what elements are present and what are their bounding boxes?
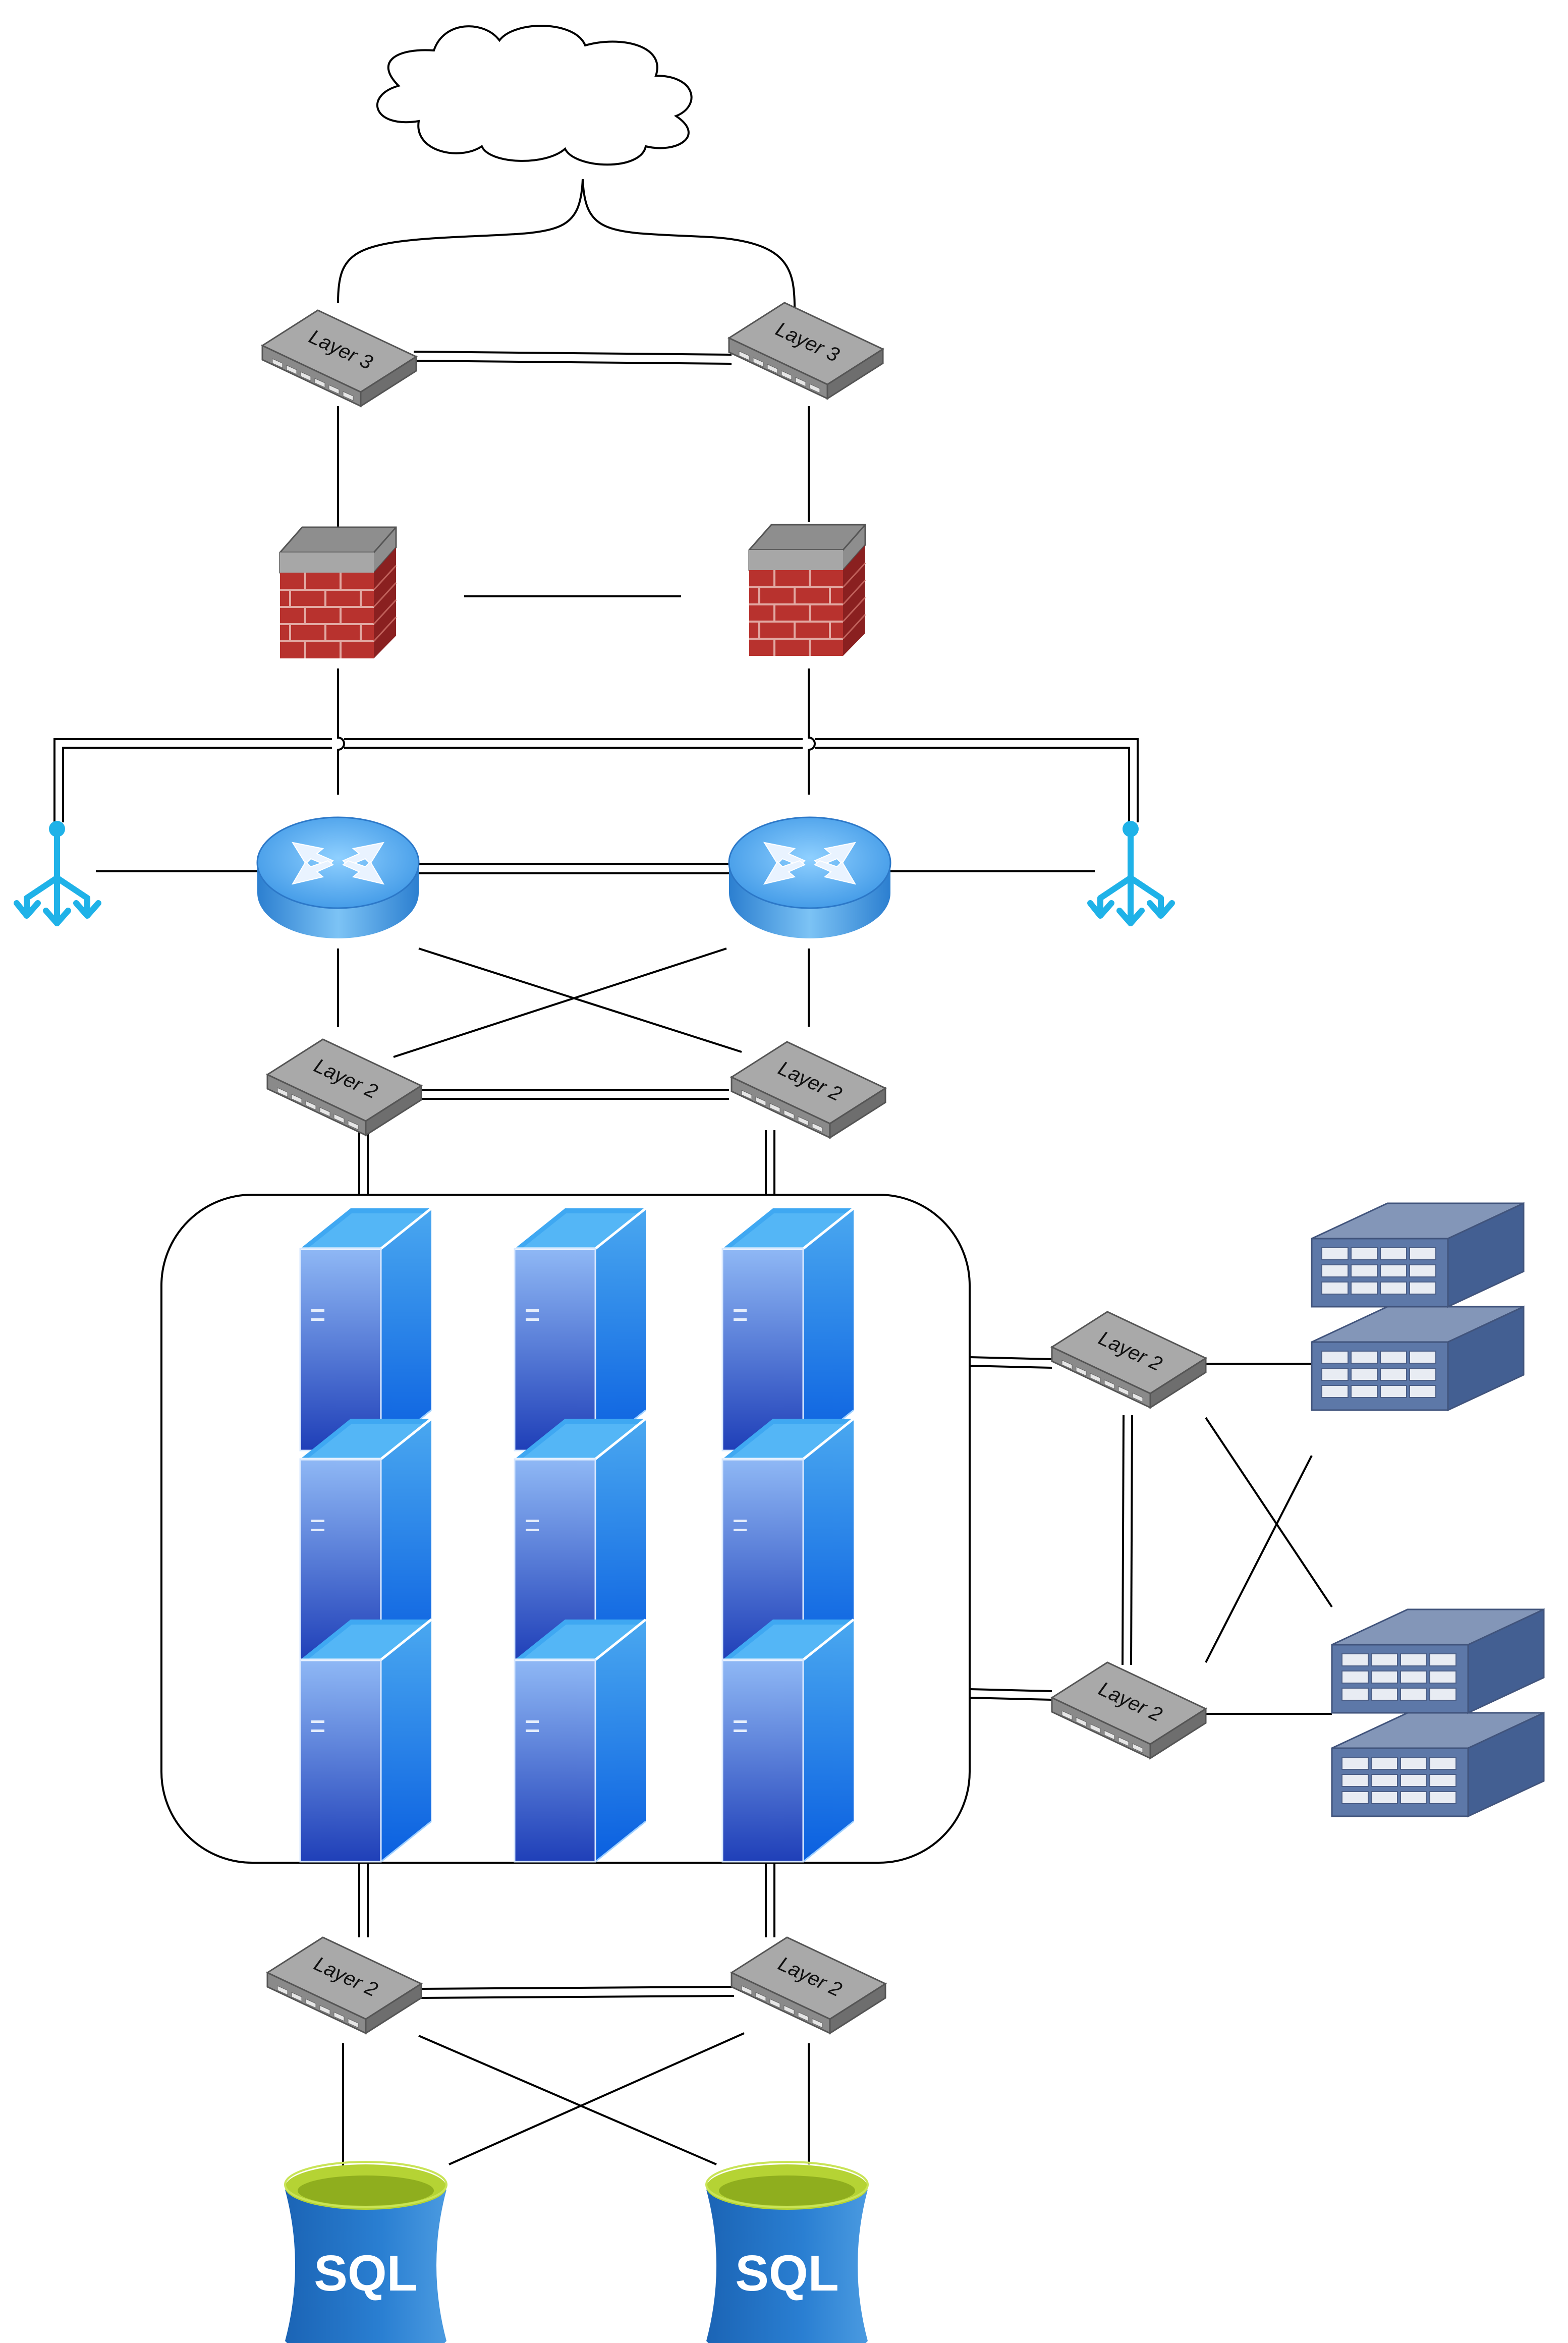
box-storage-top-b bbox=[969, 1365, 1052, 1369]
server-grid bbox=[300, 1208, 854, 1862]
connections bbox=[53, 179, 1333, 2169]
box-storage-bottom-a bbox=[969, 1688, 1052, 1692]
switch-l2-storage-bottom[interactable]: Layer 2 bbox=[1051, 1661, 1207, 1759]
server-tower-icon[interactable] bbox=[722, 1208, 854, 1451]
storage-cross-a bbox=[1205, 1417, 1333, 1608]
l2-bottom-double-a bbox=[418, 1986, 735, 1990]
sql-label: SQL bbox=[735, 2245, 839, 2302]
top-bus-inner bbox=[62, 747, 332, 822]
firewall-left-icon[interactable] bbox=[279, 526, 397, 659]
server-tower-icon[interactable] bbox=[515, 1620, 646, 1862]
internet-cloud-icon bbox=[376, 25, 693, 166]
sql-cross-a bbox=[418, 2035, 717, 2165]
fanout-right-dot bbox=[1123, 821, 1139, 837]
fanout-left-dot bbox=[49, 821, 65, 837]
fanout-left-icon[interactable] bbox=[17, 832, 98, 923]
sql-label: SQL bbox=[314, 2245, 418, 2302]
storage-array-icon bbox=[1311, 1306, 1525, 1411]
router-cross-a bbox=[418, 947, 742, 1053]
fw-left-router-link bbox=[337, 668, 345, 795]
storage-array-icon bbox=[1331, 1712, 1545, 1817]
l3-double-link-b bbox=[413, 360, 732, 365]
server-tower-icon[interactable] bbox=[722, 1620, 854, 1862]
server-tower-icon[interactable] bbox=[300, 1620, 431, 1862]
storage-array-icon bbox=[1311, 1202, 1525, 1308]
sql-cross-b bbox=[449, 2032, 745, 2165]
switch-l2-top-left[interactable]: Layer 2 bbox=[266, 1038, 422, 1136]
switch-l3-left[interactable]: Layer 3 bbox=[261, 309, 417, 407]
switch-l2-bottom-left[interactable]: Layer 2 bbox=[266, 1936, 422, 2034]
l2-bottom-double-b bbox=[418, 1995, 735, 1999]
switch-l2-bottom-right[interactable]: Layer 2 bbox=[731, 1936, 886, 2034]
storage-array-bottom[interactable] bbox=[1331, 1608, 1545, 1817]
firewall-right-icon[interactable] bbox=[748, 524, 866, 657]
switch-l3-right[interactable]: Layer 3 bbox=[728, 302, 884, 400]
storage-array-top[interactable] bbox=[1311, 1202, 1525, 1411]
storage-array-icon bbox=[1331, 1608, 1545, 1714]
server-tower-icon[interactable] bbox=[300, 1208, 431, 1451]
sql-database-right[interactable]: SQL bbox=[705, 2161, 869, 2343]
switch-l2-top-right[interactable]: Layer 2 bbox=[731, 1041, 886, 1139]
router-left-icon[interactable] bbox=[256, 816, 420, 939]
fw-right-router-link bbox=[808, 668, 816, 795]
top-bus-inner-right bbox=[815, 747, 1130, 822]
box-storage-top-a bbox=[969, 1356, 1052, 1360]
l3-double-link-a bbox=[413, 351, 732, 356]
fanout-right-icon[interactable] bbox=[1090, 832, 1172, 923]
router-cross-b bbox=[393, 947, 727, 1058]
server-tower-icon[interactable] bbox=[515, 1208, 646, 1451]
storage-switch-double-a bbox=[1122, 1415, 1125, 1665]
storage-cross-b bbox=[1205, 1455, 1313, 1663]
switch-l2-storage-top[interactable]: Layer 2 bbox=[1051, 1311, 1207, 1409]
box-storage-bottom-b bbox=[969, 1697, 1052, 1701]
cloud-left-link bbox=[337, 179, 584, 303]
top-bus-outer-right bbox=[815, 738, 1139, 822]
sql-database-left[interactable]: SQL bbox=[284, 2161, 447, 2343]
router-right-icon[interactable] bbox=[728, 816, 891, 939]
top-bus-outer bbox=[53, 738, 332, 822]
storage-switch-double-b bbox=[1130, 1415, 1133, 1665]
cloud-right-link bbox=[582, 179, 796, 308]
